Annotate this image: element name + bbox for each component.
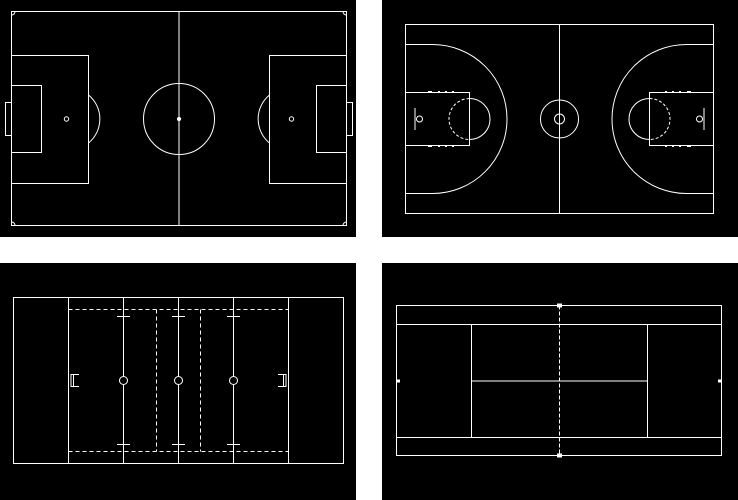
soccer-field-panel xyxy=(0,0,356,237)
soccer-right-penalty-box xyxy=(269,55,347,184)
basketball-right-ft-arc-dashed xyxy=(649,98,671,140)
rugby-right-goal-posts xyxy=(278,374,287,387)
soccer-corner-arc xyxy=(342,221,347,226)
basketball-court-icon xyxy=(405,24,714,214)
rugby-center-mark xyxy=(174,376,183,385)
rugby-left-goal-posts xyxy=(70,374,79,387)
tennis-right-center-mark xyxy=(718,379,722,383)
basketball-left-ft-arc xyxy=(469,98,491,140)
tennis-net-post xyxy=(557,303,562,308)
soccer-left-goal-box xyxy=(11,85,42,153)
soccer-right-goal xyxy=(346,102,353,136)
soccer-left-goal xyxy=(5,102,12,136)
soccer-center-circle xyxy=(143,83,215,155)
tennis-left-center-mark xyxy=(396,379,400,383)
basketball-left-three-point-arc xyxy=(432,44,508,194)
soccer-corner-arc xyxy=(11,11,16,16)
basketball-right-lane-marks xyxy=(665,91,691,147)
basketball-court-panel xyxy=(382,0,738,237)
tennis-net-post xyxy=(557,453,562,458)
soccer-left-penalty-box xyxy=(11,55,89,184)
rugby-field-panel xyxy=(0,263,356,500)
soccer-corner-arc xyxy=(342,11,347,16)
rugby-tick-marks xyxy=(117,316,240,445)
rugby-left-mark xyxy=(119,376,128,385)
basketball-center-circle xyxy=(540,99,579,139)
soccer-left-arc xyxy=(88,94,101,144)
basketball-right-ft-arc xyxy=(628,98,650,140)
soccer-center-spot xyxy=(176,116,182,122)
soccer-left-penalty-spot xyxy=(63,116,70,122)
basketball-left-ft-arc-dashed xyxy=(448,98,470,140)
basketball-left-hoop xyxy=(416,115,423,123)
soccer-right-arc xyxy=(257,94,270,144)
basketball-right-hoop xyxy=(696,115,703,123)
soccer-field-icon xyxy=(5,11,353,226)
tennis-court-panel xyxy=(382,263,738,500)
basketball-right-key xyxy=(649,92,714,146)
soccer-right-penalty-spot xyxy=(288,116,295,122)
soccer-right-goal-box xyxy=(316,85,347,153)
rugby-right-mark xyxy=(229,376,238,385)
basketball-right-three-point-arc xyxy=(611,44,687,194)
basketball-left-lane-marks xyxy=(428,91,454,147)
soccer-corner-arc xyxy=(11,221,16,226)
tennis-court-icon xyxy=(396,303,722,458)
basketball-center-inner-circle xyxy=(554,113,565,125)
rugby-field-icon xyxy=(13,297,344,464)
rugby-dashed-lines xyxy=(68,309,289,452)
basketball-left-key xyxy=(405,92,470,146)
